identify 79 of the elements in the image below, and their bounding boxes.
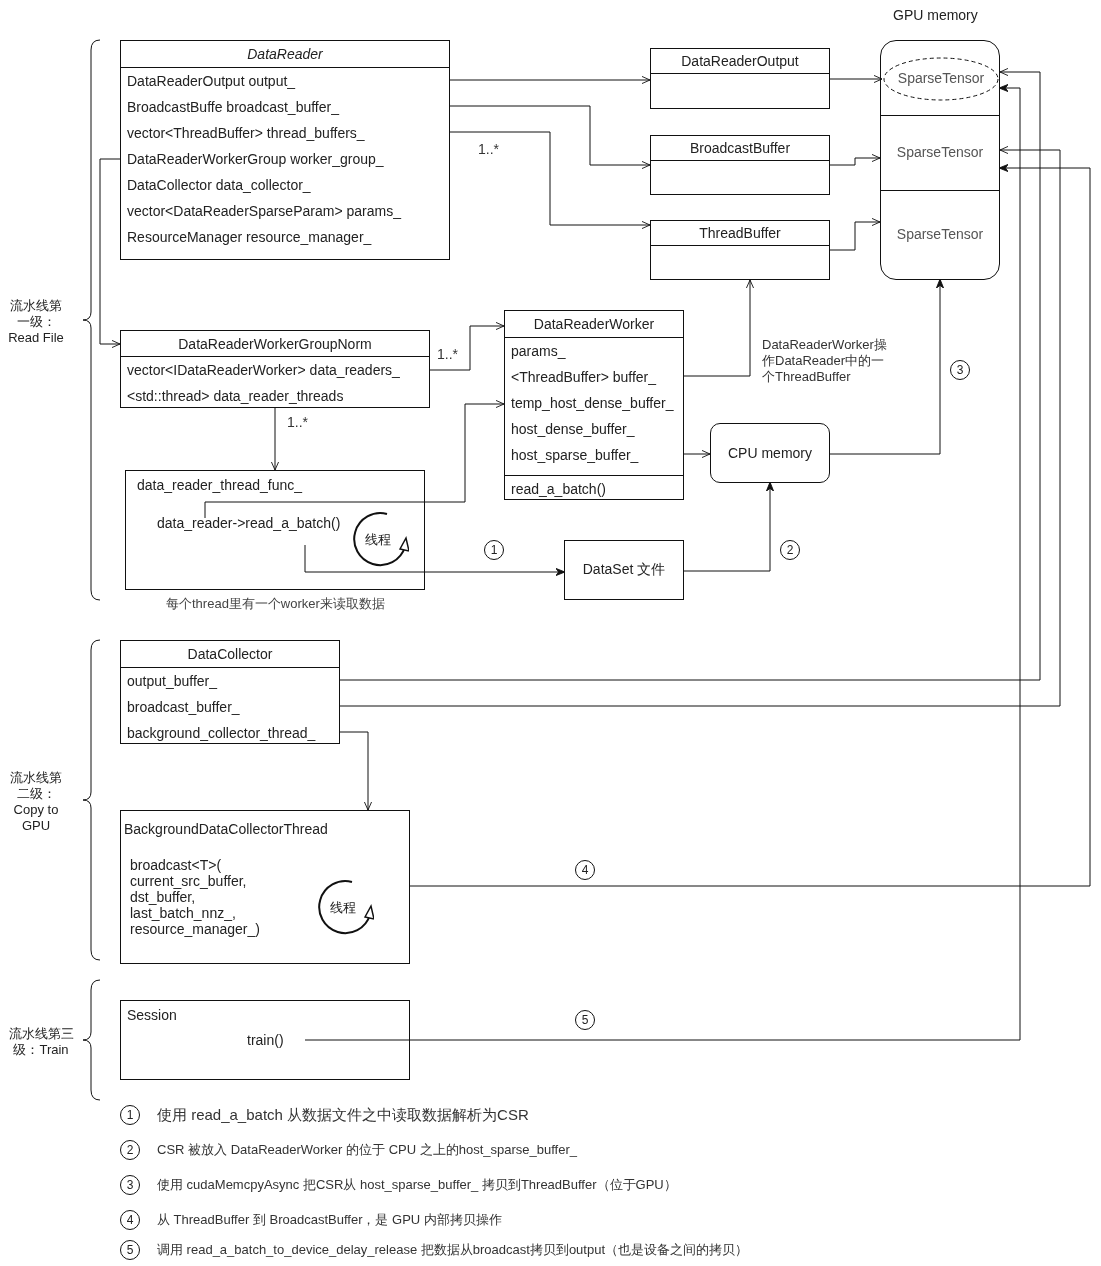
class-box (120, 640, 340, 744)
dashed-ellipse (883, 57, 999, 101)
class-attribute: <ThreadBuffer> buffer_ (511, 368, 657, 387)
class-name: DataReaderWorker (505, 311, 683, 338)
note-text: 使用 cudaMemcpyAsync 把CSR从 host_sparse_buffer_ 拷贝到ThreadBuffer（位于GPU） (157, 1176, 677, 1194)
stage-label: 流水线第三级：Train (7, 1026, 75, 1058)
memory-title: GPU memory (893, 7, 978, 23)
node-label: 每个thread里有一个worker来读取数据 (166, 595, 385, 613)
arrow (829, 278, 945, 455)
box-title: Session (127, 1007, 177, 1023)
code-text: broadcast<T>( current_src_buffer, dst_buffer, last_batch_nnz_, resource_manager_) (130, 857, 261, 937)
loop-label: 线程 (365, 531, 391, 549)
class-attribute: vector<ThreadBuffer> thread_buffers_ (127, 124, 365, 143)
note-text: DataReaderWorker操作DataReader中的一个ThreadBuffer (762, 337, 887, 385)
class-box (650, 48, 830, 109)
class-attribute: broadcast_buffer_ (127, 698, 240, 717)
class-name: DataCollector (121, 641, 339, 668)
class-attribute: ResourceManager resource_manager_ (127, 228, 372, 247)
class-attribute: background_collector_thread_ (127, 724, 316, 743)
class-attribute: host_dense_buffer_ (511, 420, 635, 439)
multiplicity-label: 1..* (437, 346, 458, 362)
step-number: 4 (120, 1210, 140, 1230)
box-title: data_reader_thread_func_ (137, 477, 303, 493)
tensor-label: SparseTensor (895, 143, 985, 160)
loop-arrow-icon (351, 511, 409, 569)
code-text: data_reader->read_a_batch() (157, 515, 341, 531)
tensor-label: SparseTensor (896, 70, 986, 86)
class-name: DataReader (121, 41, 449, 68)
class-attribute: vector<IDataReaderWorker> data_readers_ (127, 361, 400, 380)
class-box (120, 330, 430, 408)
class-name: DataReaderWorkerGroupNorm (121, 331, 429, 357)
stage-label: 流水线第一级：Read File (7, 298, 65, 346)
code-text: train() (247, 1032, 284, 1048)
process-box (120, 1000, 410, 1080)
step-number: 3 (950, 360, 970, 380)
class-attribute: temp_host_dense_buffer_ (511, 394, 674, 413)
class-box (120, 40, 450, 260)
step-number: 2 (120, 1140, 140, 1160)
class-name: BroadcastBuffer (651, 136, 829, 161)
stage-label: 流水线第二级：Copy to GPU (9, 770, 63, 834)
node-label: CPU memory (728, 445, 812, 461)
step-number: 1 (120, 1105, 140, 1125)
step-number: 5 (575, 1010, 595, 1030)
box-title: BackgroundDataCollectorThread (124, 821, 328, 837)
loop-label: 线程 (330, 899, 356, 917)
class-attribute: DataReaderOutput output_ (127, 72, 296, 91)
step-number: 1 (484, 540, 504, 560)
step-number: 2 (780, 540, 800, 560)
arrow (304, 83, 1021, 1041)
rounded-box (710, 423, 830, 483)
note-text: 调用 read_a_batch_to_device_delay_release 把数据从broadcast拷贝到output（也是设备之间的拷贝） (157, 1241, 749, 1259)
class-attribute: BroadcastBuffe broadcast_buffer_ (127, 98, 339, 117)
class-attribute: DataReaderWorkerGroup worker_group_ (127, 150, 384, 169)
class-box (504, 310, 684, 500)
class-attribute: output_buffer_ (127, 672, 218, 691)
arrow (409, 163, 1091, 887)
class-name: DataReaderOutput (651, 49, 829, 74)
step-number: 3 (120, 1175, 140, 1195)
class-box (650, 220, 830, 280)
process-box (120, 810, 410, 964)
multiplicity-label: 1..* (287, 414, 308, 430)
note-text: 使用 read_a_batch 从数据文件之中读取数据解析为CSR (157, 1106, 529, 1125)
class-name: ThreadBuffer (651, 221, 829, 246)
tensor-label: SparseTensor (895, 225, 985, 242)
class-method: read_a_batch() (511, 480, 606, 499)
step-number: 4 (575, 860, 595, 880)
class-attribute: vector<DataReaderSparseParam> params_ (127, 202, 401, 221)
class-box (650, 135, 830, 195)
class-attribute: <std::thread> data_reader_threads (127, 387, 344, 406)
node-label: DataSet 文件 (582, 561, 666, 579)
process-box (564, 540, 684, 600)
note-text: CSR 被放入 DataReaderWorker 的位于 CPU 之上的host_sparse_buffer_ (157, 1141, 577, 1159)
multiplicity-label: 1..* (478, 141, 499, 157)
step-number: 5 (120, 1240, 140, 1260)
class-attribute: host_sparse_buffer_ (511, 446, 639, 465)
loop-arrow-icon (316, 879, 374, 937)
note-text: 从 ThreadBuffer 到 BroadcastBuffer，是 GPU 内部拷贝操作 (157, 1211, 502, 1229)
class-attribute: params_ (511, 342, 566, 361)
class-attribute: DataCollector data_collector_ (127, 176, 311, 195)
